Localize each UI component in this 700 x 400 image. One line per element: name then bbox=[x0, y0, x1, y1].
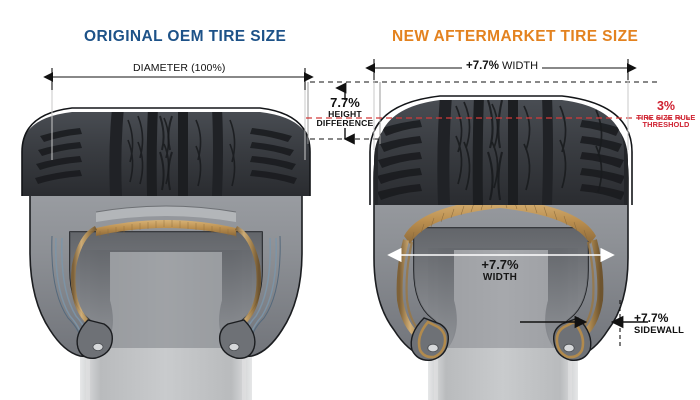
inner-width-unit: WIDTH bbox=[482, 272, 518, 284]
inner-width-value: +7.7% bbox=[481, 257, 519, 272]
page-title-aftermarket: NEW AFTERMARKET TIRE SIZE bbox=[392, 28, 639, 45]
height-difference-line2: DIFFERENCE bbox=[316, 117, 374, 128]
height-difference-line1: HEIGHT bbox=[328, 108, 362, 119]
threshold-line2: THRESHOLD bbox=[642, 120, 690, 130]
page-title-oem: ORIGINAL OEM TIRE SIZE bbox=[84, 28, 287, 45]
width-dimension-label: +7.7% WIDTH bbox=[462, 60, 543, 72]
diameter-dimension-label: DIAMETER (100%) bbox=[133, 62, 226, 74]
height-difference-value: 7.7% bbox=[330, 95, 360, 110]
sidewall-unit: SIDEWALL bbox=[634, 324, 685, 336]
sidewall-callout: +7.7% SIDEWALL bbox=[634, 311, 685, 336]
aftermarket-tire-cross-section bbox=[369, 95, 633, 400]
inner-width-callout: +7.7% WIDTH bbox=[440, 257, 560, 284]
oem-tire-cross-section bbox=[21, 107, 311, 400]
width-dimension-unit: WIDTH bbox=[502, 60, 539, 72]
dimension-lines bbox=[43, 59, 690, 348]
height-difference-callout: 7.7% HEIGHT DIFFERENCE bbox=[312, 96, 378, 128]
width-dimension-value: +7.7% bbox=[466, 60, 499, 72]
sidewall-value: +7.7% bbox=[634, 311, 669, 325]
threshold-line1: TIRE SIZE RULE bbox=[636, 112, 696, 122]
threshold-callout: 3% TIRE SIZE RULE THRESHOLD bbox=[634, 99, 698, 130]
threshold-value: 3% bbox=[656, 99, 676, 113]
